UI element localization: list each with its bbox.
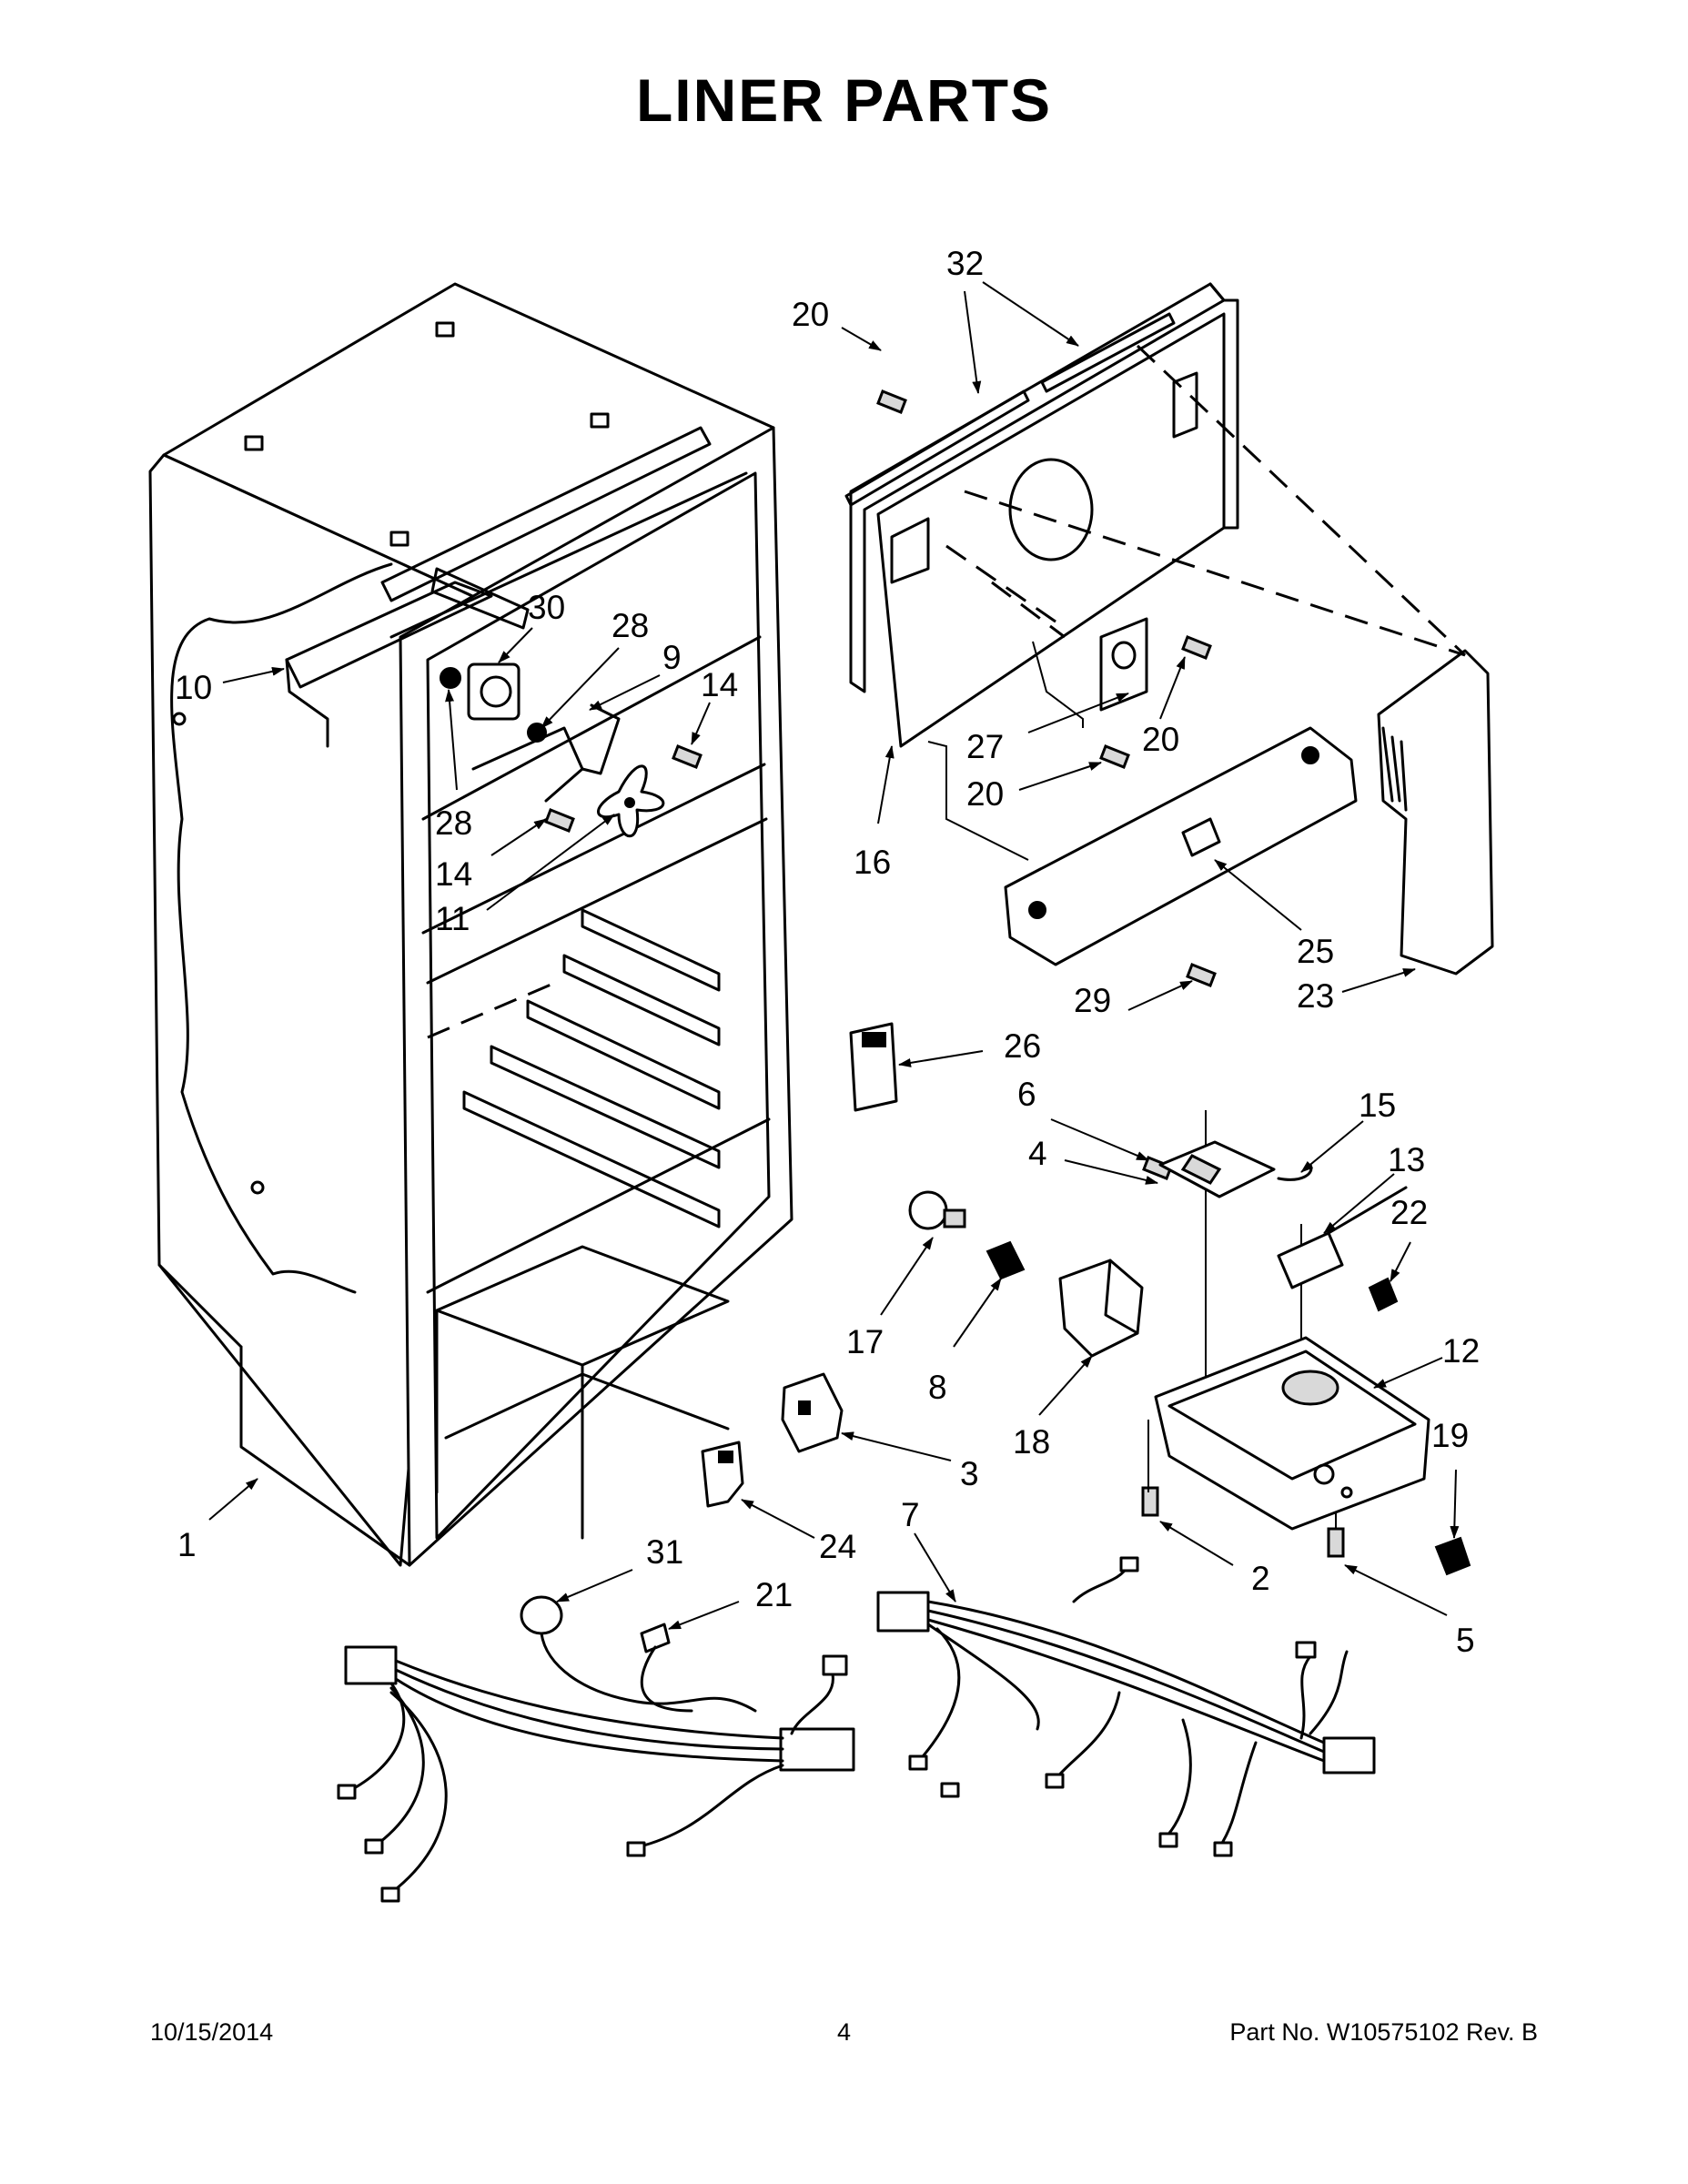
callout-23: 23 xyxy=(1297,977,1334,1015)
callout-30: 30 xyxy=(528,589,565,626)
control-bracket xyxy=(285,567,530,748)
footer-part-number: Part No. W10575102 Rev. B xyxy=(1229,2018,1538,2046)
callout-25: 25 xyxy=(1297,933,1334,970)
callout-20-top: 20 xyxy=(792,296,829,333)
callout-15: 15 xyxy=(1359,1087,1396,1124)
callout-10: 10 xyxy=(175,669,212,706)
callout-27: 27 xyxy=(966,728,1004,765)
callout-labels: 32 20 30 28 9 14 10 28 14 11 27 20 20 16… xyxy=(175,245,1480,1659)
callout-32: 32 xyxy=(946,245,984,282)
page-title: LINER PARTS xyxy=(635,66,1053,134)
callout-2: 2 xyxy=(1251,1560,1270,1597)
callout-14-bottom: 14 xyxy=(435,855,472,893)
callout-24: 24 xyxy=(819,1528,856,1565)
callout-31: 31 xyxy=(646,1533,683,1571)
air-duct xyxy=(1377,649,1494,976)
callout-28-top: 28 xyxy=(612,607,649,644)
callout-7: 7 xyxy=(901,1496,920,1533)
callout-5: 5 xyxy=(1456,1622,1475,1659)
callout-21: 21 xyxy=(755,1576,793,1613)
light-parts xyxy=(908,1190,1144,1358)
callout-9: 9 xyxy=(662,639,682,676)
callout-19: 19 xyxy=(1431,1417,1469,1454)
callout-12: 12 xyxy=(1442,1332,1480,1370)
callout-11: 11 xyxy=(435,900,470,937)
callout-17: 17 xyxy=(846,1323,884,1360)
callout-29: 29 xyxy=(1074,982,1111,1019)
wire-harnesses xyxy=(337,1556,1376,1903)
callout-28-bottom: 28 xyxy=(435,804,472,842)
rear-panel xyxy=(844,282,1239,748)
footer-page-number: 4 xyxy=(836,2018,852,2046)
damper-motor xyxy=(440,662,547,743)
callout-22: 22 xyxy=(1390,1194,1428,1231)
callout-20-lower: 20 xyxy=(966,775,1004,813)
callout-8: 8 xyxy=(928,1369,947,1406)
small-parts xyxy=(701,1372,1471,1576)
control-board xyxy=(1158,1140,1408,1312)
control-housing xyxy=(1154,1336,1430,1531)
callout-1: 1 xyxy=(177,1526,197,1563)
callout-20-right: 20 xyxy=(1142,721,1179,758)
callout-26: 26 xyxy=(1004,1027,1041,1065)
leader-lines xyxy=(208,281,1460,1630)
callout-6: 6 xyxy=(1017,1076,1036,1113)
socket-housing xyxy=(849,1022,898,1112)
callout-3: 3 xyxy=(960,1455,979,1492)
callout-16: 16 xyxy=(854,844,891,881)
callout-13: 13 xyxy=(1388,1141,1425,1178)
callout-14-top: 14 xyxy=(701,666,738,703)
evaporator-cover xyxy=(1004,726,1358,966)
callout-4: 4 xyxy=(1028,1135,1047,1172)
callout-18: 18 xyxy=(1013,1423,1050,1461)
screws xyxy=(544,389,1345,1558)
footer-date: 10/15/2014 xyxy=(150,2018,274,2046)
liner-cabinet xyxy=(148,282,793,1567)
